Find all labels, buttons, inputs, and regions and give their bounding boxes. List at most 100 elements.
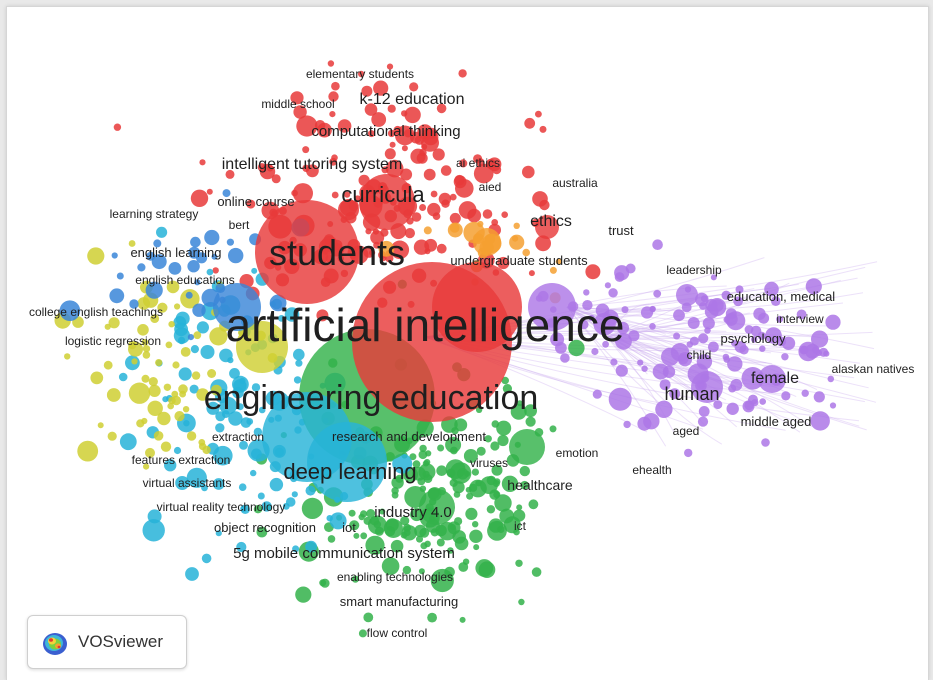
keyword-label[interactable]: ethics <box>530 213 572 230</box>
keyword-node[interactable] <box>162 396 169 403</box>
keyword-node[interactable] <box>678 354 689 365</box>
keyword-node[interactable] <box>331 191 339 199</box>
keyword-node[interactable] <box>735 285 744 294</box>
keyword-node[interactable] <box>119 433 137 451</box>
keyword-node[interactable] <box>232 375 249 393</box>
keyword-node[interactable] <box>239 440 248 450</box>
keyword-label[interactable]: leadership <box>666 263 722 277</box>
keyword-node[interactable] <box>238 483 247 492</box>
keyword-node[interactable] <box>400 531 408 539</box>
keyword-node[interactable] <box>128 382 151 404</box>
keyword-node[interactable] <box>476 446 486 456</box>
keyword-node[interactable] <box>501 211 509 218</box>
keyword-node[interactable] <box>153 431 164 441</box>
keyword-hub-node[interactable] <box>359 174 415 230</box>
keyword-label[interactable]: college english teachings <box>29 305 163 319</box>
keyword-node[interactable] <box>436 103 447 114</box>
keyword-node[interactable] <box>482 209 493 219</box>
keyword-node[interactable] <box>163 383 172 391</box>
keyword-node[interactable] <box>157 411 171 426</box>
keyword-node[interactable] <box>171 395 181 406</box>
keyword-label[interactable]: ai ethics <box>456 156 500 170</box>
keyword-node[interactable] <box>449 462 472 484</box>
keyword-node[interactable] <box>387 104 396 113</box>
keyword-node[interactable] <box>450 446 458 455</box>
keyword-node[interactable] <box>781 391 791 401</box>
vosviewer-badge[interactable]: VOSviewer <box>27 615 187 669</box>
keyword-node[interactable] <box>501 376 510 385</box>
keyword-node[interactable] <box>198 439 206 446</box>
keyword-node[interactable] <box>436 243 447 254</box>
keyword-node[interactable] <box>449 212 461 224</box>
keyword-node[interactable] <box>684 448 693 458</box>
keyword-node[interactable] <box>236 541 247 553</box>
keyword-node[interactable] <box>215 530 222 537</box>
keyword-label[interactable]: iot <box>342 520 356 535</box>
keyword-node[interactable] <box>165 341 173 349</box>
keyword-node[interactable] <box>256 526 268 538</box>
keyword-node[interactable] <box>424 238 438 252</box>
keyword-node[interactable] <box>539 125 547 133</box>
keyword-node[interactable] <box>713 400 723 410</box>
keyword-node[interactable] <box>155 359 163 367</box>
keyword-node[interactable] <box>173 446 182 455</box>
keyword-node[interactable] <box>519 465 530 477</box>
keyword-node[interactable] <box>371 112 387 127</box>
keyword-node[interactable] <box>145 281 163 299</box>
keyword-node[interactable] <box>209 327 228 346</box>
keyword-node[interactable] <box>465 507 478 520</box>
keyword-label[interactable]: extraction <box>212 430 264 444</box>
keyword-node[interactable] <box>424 540 431 548</box>
keyword-node[interactable] <box>364 103 378 116</box>
keyword-node[interactable] <box>186 467 207 488</box>
keyword-node[interactable] <box>373 80 389 96</box>
keyword-label[interactable]: australia <box>552 176 598 190</box>
keyword-node[interactable] <box>411 212 422 222</box>
keyword-node[interactable] <box>491 464 503 476</box>
keyword-node[interactable] <box>610 358 618 366</box>
keyword-node[interactable] <box>454 174 465 186</box>
keyword-label[interactable]: ict <box>514 519 527 533</box>
keyword-node[interactable] <box>381 557 400 575</box>
keyword-node[interactable] <box>781 353 789 361</box>
keyword-label[interactable]: research and development <box>332 429 486 444</box>
keyword-node[interactable] <box>640 306 654 319</box>
keyword-node[interactable] <box>418 568 425 575</box>
keyword-node[interactable] <box>328 91 339 102</box>
keyword-node[interactable] <box>418 450 428 460</box>
keyword-node[interactable] <box>810 411 830 431</box>
keyword-node[interactable] <box>689 336 699 346</box>
keyword-node[interactable] <box>458 201 477 219</box>
keyword-node[interactable] <box>673 332 681 340</box>
keyword-node[interactable] <box>97 422 104 429</box>
keyword-node[interactable] <box>212 478 225 490</box>
keyword-node[interactable] <box>191 371 201 380</box>
keyword-node[interactable] <box>251 267 258 274</box>
keyword-node[interactable] <box>492 480 500 487</box>
keyword-label[interactable]: curricula <box>341 182 425 207</box>
keyword-node[interactable] <box>87 247 105 265</box>
keyword-label[interactable]: computational thinking <box>311 123 460 140</box>
keyword-node[interactable] <box>250 469 257 477</box>
keyword-node[interactable] <box>695 292 709 307</box>
keyword-node[interactable] <box>344 191 351 198</box>
keyword-node[interactable] <box>212 267 219 274</box>
keyword-node[interactable] <box>142 351 151 359</box>
keyword-node[interactable] <box>177 336 186 345</box>
keyword-node[interactable] <box>759 345 766 352</box>
keyword-node[interactable] <box>391 487 399 495</box>
keyword-node[interactable] <box>137 263 146 272</box>
keyword-node[interactable] <box>108 317 120 329</box>
keyword-label[interactable]: virtual assistants <box>143 476 232 490</box>
keyword-hub-node[interactable] <box>236 321 288 373</box>
keyword-node[interactable] <box>320 578 330 588</box>
keyword-hub-node[interactable] <box>676 284 698 306</box>
keyword-node[interactable] <box>182 406 190 413</box>
keyword-node[interactable] <box>734 341 747 353</box>
keyword-node[interactable] <box>503 516 521 534</box>
keyword-label[interactable]: healthcare <box>507 477 573 493</box>
keyword-node[interactable] <box>721 290 731 300</box>
keyword-node[interactable] <box>265 390 281 406</box>
keyword-node[interactable] <box>327 60 335 67</box>
